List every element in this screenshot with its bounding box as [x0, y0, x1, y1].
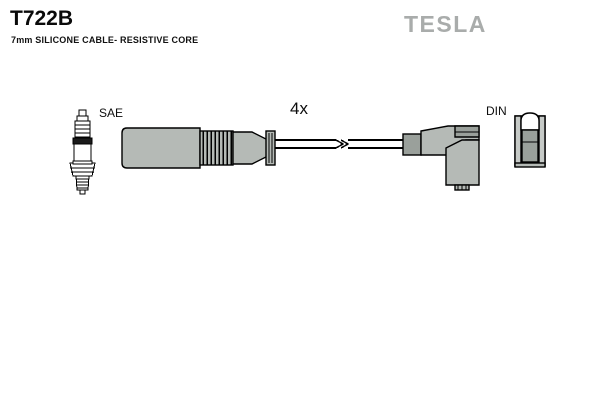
boot-collar — [265, 130, 276, 166]
boot-taper — [232, 131, 269, 165]
din-terminal-right-wall — [538, 115, 546, 167]
ignition-cable — [275, 139, 404, 149]
spark-plug-collar-band — [72, 137, 93, 145]
page-title: T722B — [10, 7, 74, 30]
spark-plug-ceramic-body — [73, 143, 92, 162]
cable-break-symbol — [335, 139, 350, 149]
distributor-boot-barrel — [445, 139, 480, 186]
label-quantity: 4x — [290, 99, 308, 118]
part-description: 7mm SILICONE CABLE- RESISTIVE CORE — [11, 35, 199, 45]
din-terminal-contact — [521, 129, 539, 163]
spark-plug-boot — [121, 127, 276, 169]
spark-plug-electrode — [79, 189, 86, 195]
din-terminal-opening — [520, 112, 540, 131]
brand-logo: TESLA — [404, 11, 487, 37]
distributor-boot — [402, 125, 480, 191]
boot-body — [121, 127, 201, 169]
spark-plug-gasket — [72, 160, 93, 165]
spark-plug-hex-nut — [69, 162, 96, 177]
din-terminal-base — [514, 162, 546, 168]
din-terminal-left-wall — [514, 115, 522, 167]
din-terminal — [514, 112, 546, 168]
boot-corrugation — [199, 130, 234, 166]
label-sae: SAE — [99, 106, 124, 120]
distributor-cable-sleeve — [402, 133, 422, 156]
spark-plug-terminal-nut — [76, 115, 89, 122]
label-din: DIN — [486, 104, 507, 118]
spark-plug-illustration — [69, 109, 96, 195]
spark-plug-terminal-stud — [78, 109, 87, 117]
